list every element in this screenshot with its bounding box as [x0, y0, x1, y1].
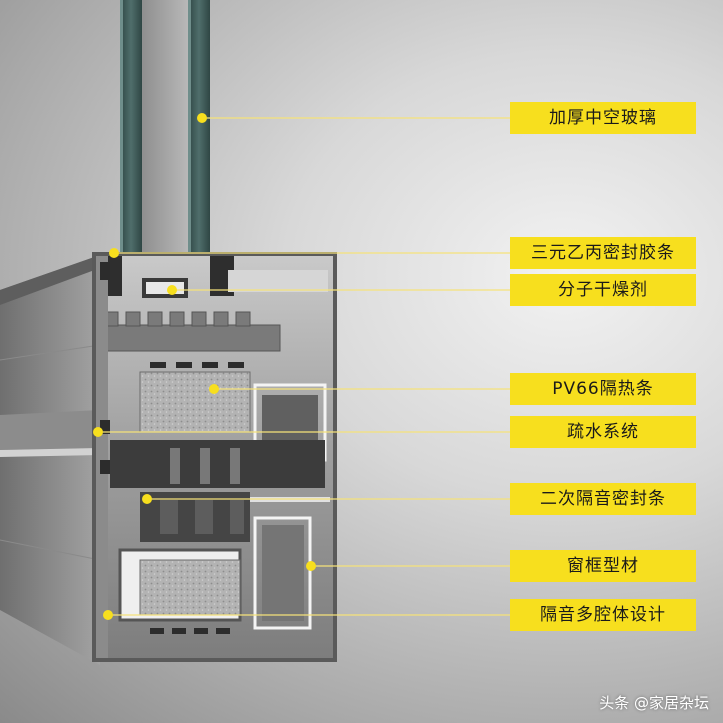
- insulated-glass-unit: [120, 0, 210, 292]
- label-secondary-sound-seal: 二次隔音密封条: [510, 483, 696, 515]
- label-insulated-glass: 加厚中空玻璃: [510, 102, 696, 134]
- frame-side-face: [0, 255, 101, 665]
- label-epdm-seal: 三元乙丙密封胶条: [510, 237, 696, 269]
- label-multi-chamber-design: 隔音多腔体设计: [510, 599, 696, 631]
- label-molecular-sieve: 分子干燥剂: [510, 274, 696, 306]
- frame-cross-section: [92, 252, 337, 662]
- watermark: 头条 @家居杂坛: [599, 694, 709, 712]
- leader-lines: [98, 117, 510, 616]
- label-pv66-thermal-strip: PV66隔热条: [510, 373, 696, 405]
- leader-dots: [93, 113, 316, 620]
- label-drainage-system: 疏水系统: [510, 416, 696, 448]
- label-frame-profile: 窗框型材: [510, 550, 696, 582]
